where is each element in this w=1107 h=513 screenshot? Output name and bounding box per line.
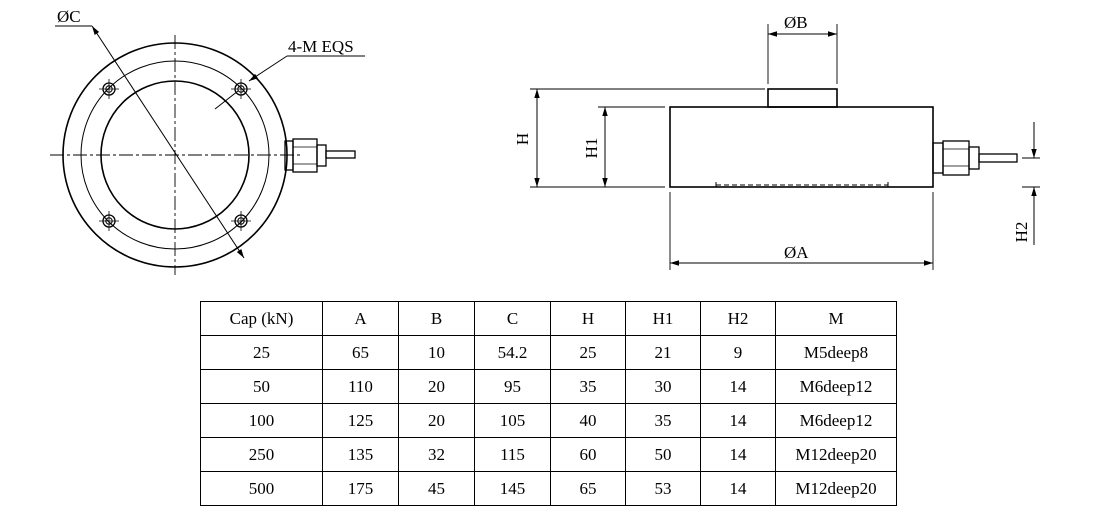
label-h1: H1	[582, 138, 601, 159]
table-cell: 20	[398, 369, 475, 404]
extension-lines	[530, 24, 1040, 270]
table-cell: 135	[322, 437, 399, 472]
table-cell: 50	[200, 369, 323, 404]
table-cell: 53	[625, 471, 701, 506]
table-cell: 32	[398, 437, 475, 472]
label-h2: H2	[1012, 222, 1031, 243]
header-h: H	[550, 301, 626, 336]
side-view	[530, 24, 1040, 270]
label-h: H	[513, 133, 532, 145]
table-cell: 45	[398, 471, 475, 506]
table-cell: 65	[550, 471, 626, 506]
table-cell: M5deep8	[775, 335, 897, 370]
table-cell: 115	[474, 437, 551, 472]
table-cell: M6deep12	[775, 369, 897, 404]
table-cell: 110	[322, 369, 399, 404]
table-cell: 145	[474, 471, 551, 506]
table-cell: 175	[322, 471, 399, 506]
table-cell: 50	[625, 437, 701, 472]
sensor-body	[669, 106, 934, 188]
table-cell: 10	[398, 335, 475, 370]
table-cell: M12deep20	[775, 471, 897, 506]
cable-gland-top	[284, 138, 356, 173]
load-button	[767, 88, 838, 108]
table-cell: 500	[200, 471, 323, 506]
table-cell: 25	[550, 335, 626, 370]
table-cell: 250	[200, 437, 323, 472]
header-c: C	[474, 301, 551, 336]
thread-leader	[214, 55, 365, 110]
table-cell: 14	[700, 369, 776, 404]
table-cell: 30	[625, 369, 701, 404]
table-cell: 54.2	[474, 335, 551, 370]
cable-gland-side	[932, 140, 1018, 176]
table-cell: 14	[700, 471, 776, 506]
table-cell: 20	[398, 403, 475, 438]
table-cell: 65	[322, 335, 399, 370]
table-cell: 35	[550, 369, 626, 404]
header-b: B	[398, 301, 475, 336]
top-view	[50, 25, 365, 275]
table-row: 25 65 10 54.2 25 21 9 M5deep8	[200, 335, 897, 370]
dim-c-leader	[55, 25, 245, 259]
dimension-lines	[534, 31, 1037, 266]
table-cell: 105	[474, 403, 551, 438]
table-cell: 9	[700, 335, 776, 370]
table-header-row: Cap (kN) A B C H H1 H2 M	[200, 301, 897, 336]
table-cell: 60	[550, 437, 626, 472]
table-row: 50 110 20 95 35 30 14 M6deep12	[200, 369, 897, 404]
table-cell: M6deep12	[775, 403, 897, 438]
table-row: 100 125 20 105 40 35 14 M6deep12	[200, 403, 897, 438]
table-row: 500 175 45 145 65 53 14 M12deep20	[200, 471, 897, 506]
table-cell: 100	[200, 403, 323, 438]
label-thread: 4-M EQS	[288, 37, 354, 56]
table-row: 250 135 32 115 60 50 14 M12deep20	[200, 437, 897, 472]
table-cell: 95	[474, 369, 551, 404]
center-lines	[50, 35, 300, 275]
table-cell: 25	[200, 335, 323, 370]
header-h1: H1	[625, 301, 701, 336]
technical-drawing: ØC 4-M EQS ØB ØA H H1 H2	[50, 7, 1040, 275]
header-cap: Cap (kN)	[200, 301, 323, 336]
header-h2: H2	[700, 301, 776, 336]
table-cell: 21	[625, 335, 701, 370]
label-phi-a: ØA	[784, 243, 809, 262]
table-cell: 14	[700, 437, 776, 472]
table-cell: M12deep20	[775, 437, 897, 472]
table-cell: 40	[550, 403, 626, 438]
label-phi-c: ØC	[57, 7, 81, 26]
table-cell: 35	[625, 403, 701, 438]
table-cell: 14	[700, 403, 776, 438]
label-phi-b: ØB	[784, 13, 808, 32]
table-cell: 125	[322, 403, 399, 438]
header-m: M	[775, 301, 897, 336]
specification-table: Cap (kN) A B C H H1 H2 M 25 65 10 54.2 2…	[200, 301, 897, 506]
header-a: A	[322, 301, 399, 336]
